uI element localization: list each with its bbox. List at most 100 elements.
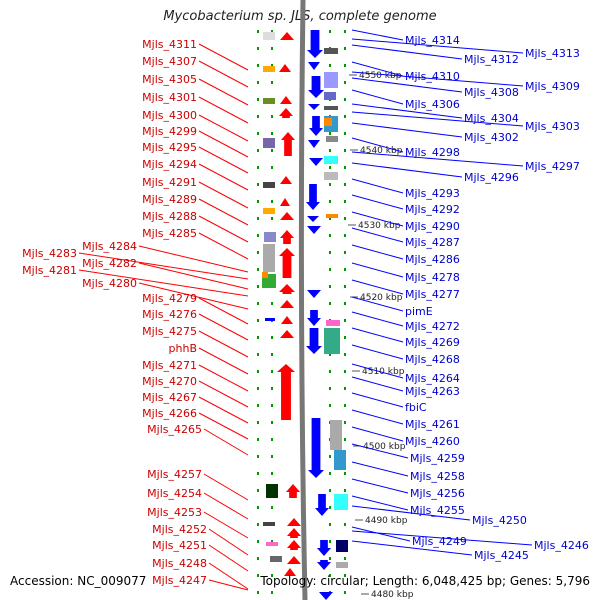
right-label-leader bbox=[351, 103, 463, 119]
reverse-gene-arrow bbox=[308, 76, 324, 98]
reverse-gene-arrow bbox=[307, 226, 321, 234]
reverse-gene-arrow bbox=[319, 592, 333, 600]
forward-gene-arrow bbox=[279, 284, 295, 294]
scale-label: 4520 kbp bbox=[360, 293, 403, 303]
forward-gene-arrow bbox=[279, 248, 295, 278]
scale-label: 4550 kbp bbox=[359, 71, 402, 81]
reverse-gene-arrow bbox=[309, 116, 323, 136]
genome-title: Mycobacterium sp. JLS, complete genome bbox=[163, 9, 437, 24]
gene-feature-block bbox=[263, 522, 275, 526]
left-gene-label: Mjls_4248 bbox=[152, 557, 207, 570]
left-gene-label: Mjls_4291 bbox=[142, 176, 197, 189]
left-gene-label: Mjls_4253 bbox=[147, 506, 202, 519]
right-gene-label: Mjls_4308 bbox=[464, 86, 519, 99]
left-label-leader bbox=[78, 252, 249, 280]
right-label-leader bbox=[351, 376, 404, 392]
left-gene-label: Mjls_4254 bbox=[147, 487, 202, 500]
left-label-leader bbox=[203, 492, 249, 520]
gene-feature-block bbox=[263, 244, 275, 272]
forward-gene-arrow bbox=[287, 556, 301, 564]
gene-feature-block bbox=[324, 328, 340, 354]
right-gene-label: Mjls_4263 bbox=[405, 385, 460, 398]
right-gene-label: Mjls_4264 bbox=[405, 372, 460, 385]
left-label-leader bbox=[198, 146, 249, 174]
reverse-gene-arrow bbox=[317, 540, 331, 556]
left-label-leader bbox=[198, 130, 249, 158]
right-label-leader bbox=[351, 244, 404, 260]
gene-feature-block bbox=[330, 420, 342, 450]
left-label-leader bbox=[203, 473, 249, 501]
accession-text: Accession: NC_009077 bbox=[10, 574, 147, 588]
gene-feature-block bbox=[263, 66, 275, 72]
left-gene-label: Mjls_4283 bbox=[22, 247, 77, 260]
left-label-leader bbox=[198, 78, 249, 106]
scale-label: 4540 kbp bbox=[360, 146, 403, 156]
right-gene-label: Mjls_4255 bbox=[410, 504, 465, 517]
left-label-leader bbox=[198, 347, 249, 375]
right-label-leader bbox=[351, 392, 404, 408]
reverse-gene-arrow bbox=[317, 560, 331, 570]
genome-summary-text: Topology: circular; Length: 6,048,425 bp… bbox=[260, 574, 590, 588]
right-gene-label: Mjls_4246 bbox=[534, 539, 589, 552]
gene-feature-block bbox=[324, 172, 338, 180]
scale-label: 4530 kbp bbox=[358, 221, 401, 231]
left-gene-label: Mjls_4295 bbox=[142, 141, 197, 154]
right-label-leader bbox=[351, 137, 404, 153]
left-label-leader bbox=[78, 269, 249, 297]
right-gene-label: Mjls_4296 bbox=[464, 171, 519, 184]
left-gene-label: phhB bbox=[169, 342, 197, 355]
left-gene-label: Mjls_4299 bbox=[142, 125, 197, 138]
right-gene-label: Mjls_4297 bbox=[525, 160, 580, 173]
right-gene-label: Mjls_4290 bbox=[405, 220, 460, 233]
left-label-leader bbox=[198, 297, 249, 325]
left-label-leader bbox=[208, 562, 249, 590]
right-gene-label: Mjls_4302 bbox=[464, 131, 519, 144]
forward-gene-arrow bbox=[280, 198, 290, 206]
forward-gene-arrow bbox=[280, 32, 294, 40]
gene-feature-block bbox=[263, 32, 275, 40]
right-gene-label: Mjls_4286 bbox=[405, 253, 460, 266]
right-label-leader bbox=[351, 409, 404, 425]
left-gene-label: Mjls_4279 bbox=[142, 292, 197, 305]
right-gene-label: Mjls_4260 bbox=[405, 435, 460, 448]
left-gene-label: Mjls_4305 bbox=[142, 73, 197, 86]
left-gene-label: Mjls_4284 bbox=[82, 240, 137, 253]
right-label-leader bbox=[351, 122, 463, 138]
left-gene-label: Mjls_4275 bbox=[142, 325, 197, 338]
reverse-gene-arrow bbox=[308, 104, 320, 110]
right-gene-label: fbiC bbox=[405, 401, 427, 414]
genome-axis bbox=[298, 0, 308, 600]
right-label-leader bbox=[351, 77, 463, 93]
left-label-leader bbox=[138, 262, 249, 290]
right-label-leader bbox=[351, 526, 411, 542]
right-label-leader bbox=[351, 495, 409, 511]
reverse-gene-arrow bbox=[308, 140, 320, 148]
right-label-leader bbox=[351, 443, 409, 459]
gene-feature-block bbox=[262, 272, 268, 278]
reverse-gene-arrow bbox=[306, 328, 322, 354]
left-label-leader bbox=[198, 96, 249, 124]
left-gene-label: Mjls_4252 bbox=[152, 523, 207, 536]
gene-feature-block bbox=[336, 540, 348, 552]
reverse-gene-arrow bbox=[307, 310, 321, 326]
left-gene-label: Mjls_4257 bbox=[147, 468, 202, 481]
right-gene-label: Mjls_4249 bbox=[412, 535, 467, 548]
right-gene-label: Mjls_4258 bbox=[410, 470, 465, 483]
right-label-leader bbox=[351, 38, 524, 54]
left-gene-label: Mjls_4288 bbox=[142, 210, 197, 223]
forward-gene-arrow bbox=[281, 132, 295, 156]
right-label-leader bbox=[351, 363, 404, 379]
forward-gene-arrow bbox=[287, 540, 301, 550]
left-label-leader bbox=[198, 364, 249, 392]
left-gene-label: Mjls_4280 bbox=[82, 277, 137, 290]
left-label-leader bbox=[198, 330, 249, 358]
left-label-leader bbox=[198, 412, 249, 440]
right-gene-label: Mjls_4314 bbox=[405, 34, 460, 47]
gene-feature-block bbox=[326, 136, 338, 142]
left-gene-label: Mjls_4285 bbox=[142, 227, 197, 240]
right-gene-label: Mjls_4306 bbox=[405, 98, 460, 111]
left-gene-label: Mjls_4271 bbox=[142, 359, 197, 372]
right-label-leader bbox=[351, 478, 409, 494]
left-label-leader bbox=[203, 428, 249, 456]
